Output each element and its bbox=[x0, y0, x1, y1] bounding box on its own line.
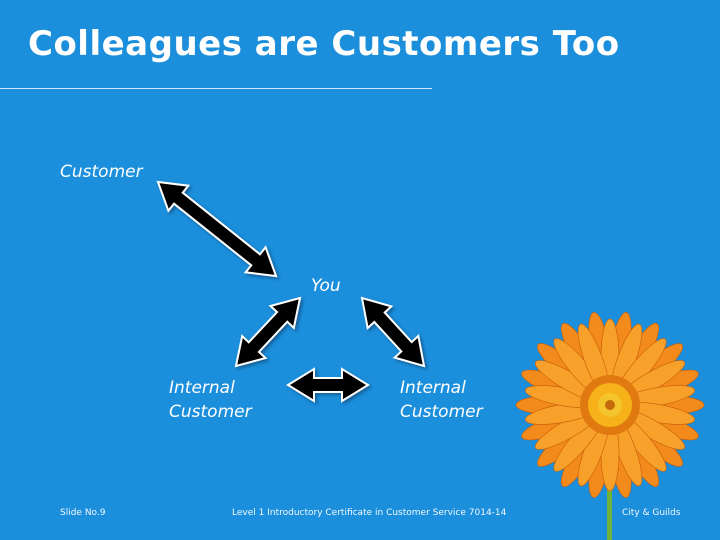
arrow-you-internal-right bbox=[362, 298, 424, 366]
internal-customer-left-label: Internal Customer bbox=[169, 376, 252, 424]
you-label: You bbox=[311, 274, 341, 298]
arrow-internal-left-right bbox=[288, 369, 368, 401]
course-title-footer: Level 1 Introductory Certificate in Cust… bbox=[232, 508, 506, 518]
arrow-you-internal-left bbox=[236, 298, 300, 366]
organisation-footer: City & Guilds bbox=[622, 508, 680, 518]
flower-image bbox=[510, 300, 720, 540]
customer-label: Customer bbox=[60, 160, 143, 184]
internal-customer-right-label: Internal Customer bbox=[400, 376, 483, 424]
slide-number: Slide No.9 bbox=[60, 508, 106, 518]
arrow-customer-you bbox=[158, 182, 276, 276]
